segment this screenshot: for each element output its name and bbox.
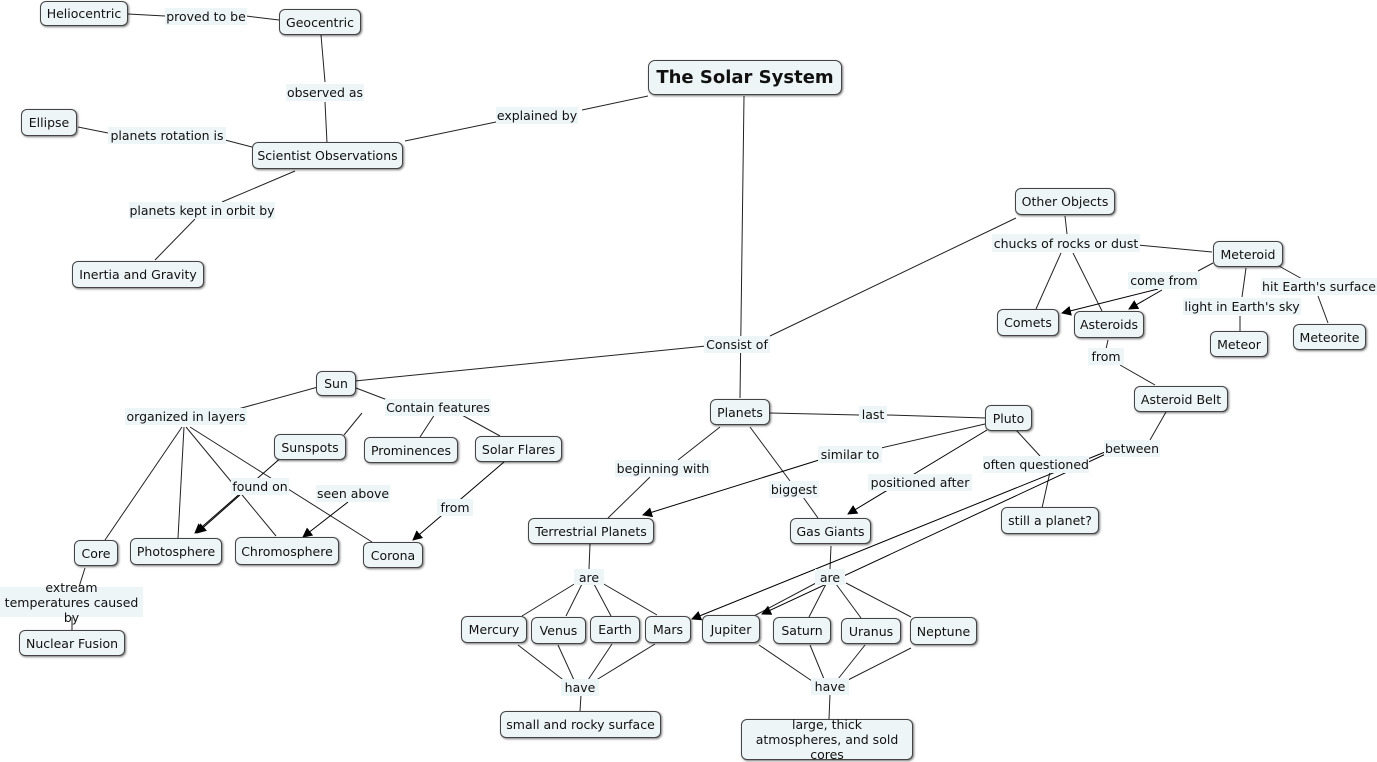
comets-node[interactable]: Comets: [997, 309, 1059, 336]
link-last: last: [859, 406, 887, 423]
link-observed-as: observed as: [286, 84, 364, 101]
geocentric-node[interactable]: Geocentric: [279, 9, 361, 35]
chromosphere-node[interactable]: Chromosphere: [235, 537, 339, 565]
photosphere-node[interactable]: Photosphere: [130, 538, 222, 565]
link-positioned-after: positioned after: [868, 474, 972, 491]
meteorite-node[interactable]: Meteorite: [1293, 324, 1366, 350]
link-often-questioned: often questioned: [983, 456, 1089, 473]
link-extream-temperatures-caused-by: extream temperatures caused by: [0, 580, 143, 625]
inertia-gravity-node[interactable]: Inertia and Gravity: [72, 261, 204, 288]
small-rocky-surface-node[interactable]: small and rocky surface: [500, 711, 661, 738]
link-proved-to-be: proved to be: [165, 8, 247, 25]
terrestrial-planets-node[interactable]: Terrestrial Planets: [528, 518, 654, 544]
meteor-node[interactable]: Meteor: [1210, 331, 1268, 357]
core-node[interactable]: Core: [74, 540, 118, 566]
link-from-solar-flares: from: [437, 499, 473, 516]
sun-node[interactable]: Sun: [316, 371, 356, 396]
link-chucks-of-rocks-or-dust: chucks of rocks or dust: [992, 234, 1140, 252]
heliocentric-node[interactable]: Heliocentric: [40, 1, 128, 26]
ellipse-node[interactable]: Ellipse: [21, 109, 77, 136]
still-a-planet-node[interactable]: still a planet?: [1001, 507, 1099, 534]
link-organized-in-layers: organized in layers: [125, 408, 247, 425]
link-come-from: come from: [1128, 272, 1200, 289]
link-beginning-with: beginning with: [615, 460, 711, 477]
link-planets-kept-in-orbit-by: planets kept in orbit by: [129, 202, 275, 219]
link-contain-features: Contain features: [385, 399, 491, 416]
link-found-on: found on: [231, 478, 289, 495]
pluto-node[interactable]: Pluto: [985, 405, 1032, 431]
asteroids-node[interactable]: Asteroids: [1074, 311, 1144, 338]
link-between: between: [1104, 440, 1160, 457]
link-explained-by: explained by: [496, 107, 578, 124]
mars-node[interactable]: Mars: [645, 616, 691, 643]
asteroid-belt-node[interactable]: Asteroid Belt: [1134, 386, 1228, 412]
link-have-terrestrial: have: [561, 679, 599, 696]
link-biggest: biggest: [769, 481, 819, 498]
meteroid-node[interactable]: Meteroid: [1213, 241, 1283, 267]
other-objects-node[interactable]: Other Objects: [1015, 188, 1115, 215]
link-consist-of: Consist of: [704, 336, 770, 353]
link-planets-rotation-is: planets rotation is: [108, 127, 226, 144]
link-seen-above: seen above: [316, 485, 390, 502]
jupiter-node[interactable]: Jupiter: [702, 615, 760, 643]
saturn-node[interactable]: Saturn: [773, 617, 831, 644]
link-hit-earths-surface: hit Earth's surface: [1261, 278, 1377, 295]
link-are-terrestrial: are: [574, 569, 604, 585]
corona-node[interactable]: Corona: [363, 542, 423, 568]
mercury-node[interactable]: Mercury: [461, 616, 527, 643]
sunspots-node[interactable]: Sunspots: [274, 434, 346, 460]
large-thick-atmospheres-node[interactable]: large, thick atmospheres, and sold cores: [741, 717, 913, 762]
earth-node[interactable]: Earth: [590, 616, 640, 643]
venus-node[interactable]: Venus: [531, 617, 586, 644]
gas-giants-node[interactable]: Gas Giants: [790, 518, 871, 544]
solar-system-root-node[interactable]: The Solar System: [648, 60, 842, 95]
planets-node[interactable]: Planets: [710, 399, 770, 425]
link-light-in-earths-sky: light in Earth's sky: [1183, 298, 1301, 315]
solar-flares-node[interactable]: Solar Flares: [475, 436, 562, 462]
link-are-gas-giants: are: [815, 569, 845, 585]
neptune-node[interactable]: Neptune: [910, 617, 977, 645]
link-have-gas-giants: have: [811, 678, 849, 695]
prominences-node[interactable]: Prominences: [364, 437, 458, 463]
scientist-observations-node[interactable]: Scientist Observations: [252, 142, 403, 169]
link-similar-to: similar to: [818, 446, 882, 463]
uranus-node[interactable]: Uranus: [841, 618, 901, 644]
nuclear-fusion-node[interactable]: Nuclear Fusion: [19, 630, 125, 656]
link-from-asteroid-belt: from: [1088, 348, 1124, 365]
